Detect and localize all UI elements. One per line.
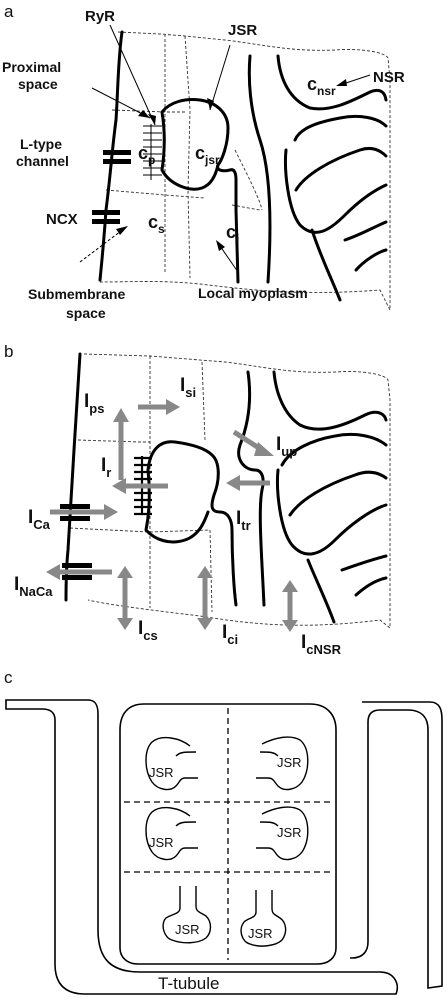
panel-a-annotation-arrows — [79, 24, 371, 273]
panel-a-ncx — [92, 210, 120, 224]
l-type-channel-label-line1: L-type — [20, 136, 62, 152]
l-type-channel-label-line2: channel — [16, 153, 69, 169]
proximal-space-label-line1: Proximal — [2, 59, 61, 75]
ncx-label: NCX — [46, 211, 78, 228]
panel-a-jsr-body — [160, 110, 220, 191]
jsr-label-2: JSR — [277, 755, 302, 770]
jsr-label-5: JSR — [175, 922, 200, 937]
panel-b-letter: b — [4, 342, 13, 361]
panel-a-dashed-grid — [99, 31, 391, 311]
jsr-label-1: JSR — [149, 765, 174, 780]
panel-b-jsr — [144, 440, 238, 607]
panel-b-ncx — [62, 563, 92, 580]
flux-arrows — [46, 399, 298, 632]
I-tr-arrow — [226, 475, 270, 491]
panel-a-l-type-channel — [103, 150, 131, 164]
I-up-label: Iup — [276, 434, 297, 459]
jsr-label: JSR — [228, 22, 257, 39]
I-si-label: Isi — [180, 375, 196, 400]
panel-b-l-type-channel — [60, 504, 90, 521]
dyad-cleft-region — [119, 703, 337, 965]
panel-b-dashed-grid — [69, 353, 391, 629]
jsr-label-6: JSR — [248, 926, 273, 941]
I-NaCa-arrow — [46, 564, 112, 580]
panel-a-nsr — [247, 54, 388, 302]
nsr-label: NSR — [373, 69, 405, 86]
I-cs-arrow — [117, 566, 133, 630]
I-tr-label: Itr — [236, 508, 251, 533]
panel-b-ryr-comb — [134, 456, 152, 516]
jsr-label-3: JSR — [149, 835, 174, 850]
panel-a: a — [2, 2, 405, 321]
I-NaCa-label: INaCa — [14, 574, 53, 599]
I-si-arrow — [138, 399, 180, 415]
neighbor-cell-right — [350, 701, 443, 989]
panel-a-letter: a — [4, 2, 14, 21]
I-Ca-arrow — [50, 504, 118, 520]
I-cNSR-arrow — [282, 580, 298, 632]
I-ci-label: Ici — [222, 622, 238, 647]
panel-b: b — [4, 342, 391, 657]
I-ps-label: Ips — [84, 391, 104, 416]
I-Ca-label: ICa — [28, 507, 51, 532]
ryr-label: RyR — [85, 8, 115, 25]
cnsr-label: cnsr — [307, 74, 336, 98]
I-cs-label: Ics — [138, 618, 158, 643]
t-tubule-membrane — [5, 699, 399, 995]
cjsr-label: cjsr — [195, 143, 220, 167]
panel-a-jsr — [160, 98, 240, 284]
cp-label: cp — [138, 143, 155, 167]
t-tubule-label: T-tubule — [158, 974, 219, 993]
I-ci-arrow — [197, 566, 213, 630]
I-r-arrow — [112, 478, 168, 494]
I-up-arrow — [232, 429, 274, 456]
panel-b-nsr — [237, 370, 388, 624]
jsr-shapes — [145, 736, 309, 947]
panel-a-ryr-comb — [143, 124, 162, 180]
panel-c-letter: c — [4, 668, 13, 687]
panel-a-sarcolemma — [98, 30, 124, 282]
I-cNSR-label: IcNSR — [301, 632, 342, 657]
panel-c: c JSR JSR JSR JSR JSR JSR T-tubule — [4, 668, 443, 995]
submembrane-space-label-line1: Submembrane — [28, 286, 125, 302]
I-ps-arrow — [113, 408, 129, 480]
cs-label: cs — [148, 212, 165, 236]
submembrane-space-label-line2: space — [66, 305, 106, 321]
proximal-space-label-line2: space — [18, 76, 58, 92]
I-r-label: Ir — [101, 455, 111, 480]
ci-label: ci — [226, 222, 239, 246]
jsr-label-4: JSR — [277, 825, 302, 840]
local-myoplasm-label: Local myoplasm — [198, 285, 308, 301]
